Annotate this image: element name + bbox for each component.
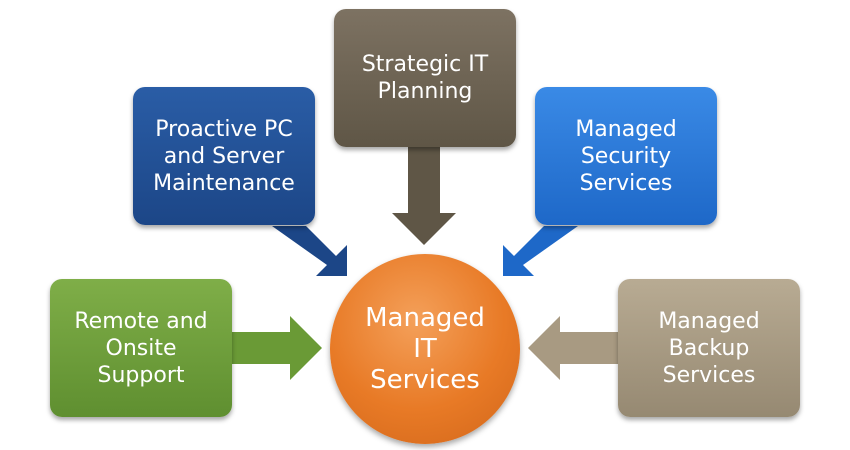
center-label-line: IT [413, 333, 437, 364]
arrow-security-to-center [503, 226, 578, 276]
center-label-line: Managed [365, 302, 485, 333]
node-label-line: Support [97, 362, 185, 388]
arrow-strategic-to-center [392, 147, 456, 245]
arrow-proactive-to-center [272, 226, 347, 276]
node-label-line: Services [579, 170, 673, 196]
node-label-line: Remote and [74, 308, 208, 334]
center-node-managed-it-services: Managed IT Services [330, 254, 520, 444]
center-label-line: Services [370, 364, 480, 395]
node-label-line: Onsite [105, 335, 177, 361]
node-managed-security: Managed Security Services [535, 87, 717, 225]
node-label-line: Strategic IT [361, 52, 489, 77]
node-proactive-maintenance: Proactive PC and Server Maintenance [133, 87, 315, 225]
node-label-line: and Server [163, 143, 285, 169]
arrow-backup-to-center [528, 316, 618, 380]
node-label-line: Managed [658, 308, 760, 334]
node-label-line: Backup [668, 335, 750, 361]
node-label-line: Services [662, 362, 756, 388]
node-remote-onsite-support: Remote and Onsite Support [50, 279, 232, 417]
node-strategic-it-planning: Strategic IT Planning [334, 9, 516, 147]
node-label-line: Proactive PC [155, 116, 293, 142]
node-label-line: Planning [377, 79, 473, 104]
node-label-line: Maintenance [153, 170, 295, 196]
node-label-line: Security [580, 143, 672, 169]
node-managed-backup: Managed Backup Services [618, 279, 800, 417]
arrow-remote-to-center [232, 316, 322, 380]
node-label-line: Managed [575, 116, 677, 142]
